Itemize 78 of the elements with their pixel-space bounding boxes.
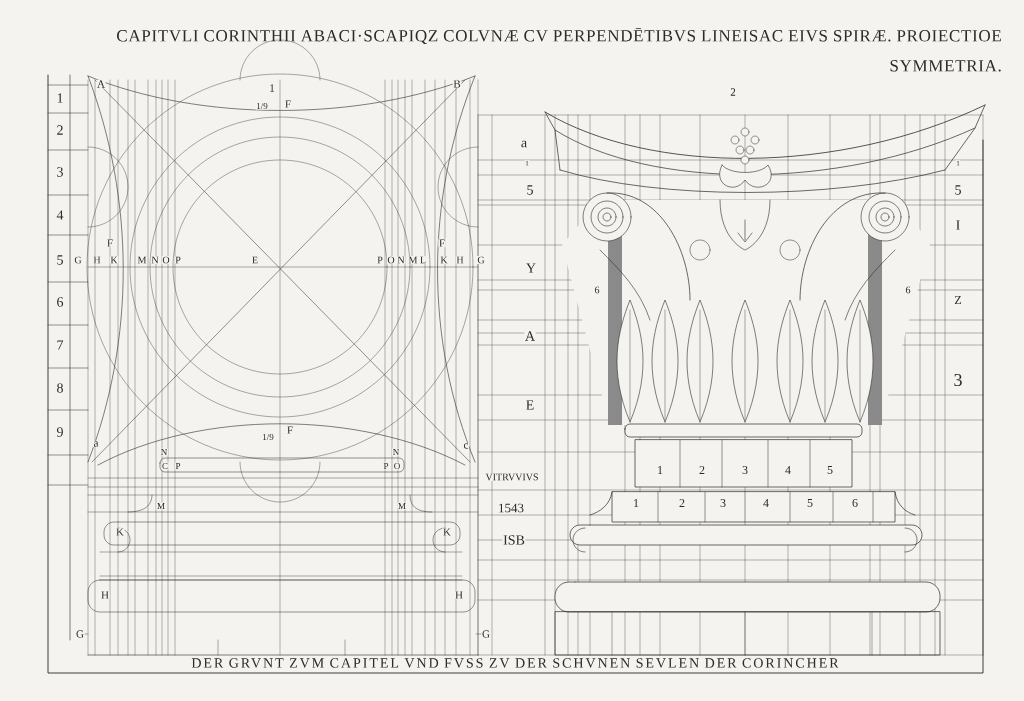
point-letter: K [442,527,452,537]
scale-number: 1 [55,92,65,104]
point-letter: H [455,256,465,264]
author-name: VITRVVIVS [484,473,540,481]
point-letter: A [96,79,106,89]
scale-number: 5 [953,184,963,196]
point-letter: M [397,502,407,510]
point-letter: G [481,629,491,639]
point-letter: M [407,256,419,264]
scale-number: 4 [55,209,65,221]
scale-number: 6 [593,286,601,294]
fraction: 1/9 [261,433,275,441]
fraction: 1/9 [255,102,269,110]
point-letter: E [251,256,259,264]
scale-number: 6 [904,286,912,294]
module-number: 5 [826,465,834,475]
point-letter: O [393,462,401,470]
point-letter: G [73,256,83,264]
point-letter: E [525,399,535,411]
title: CAPITVLI CORINTHII ABACI·SCAPIQZ COLVNÆ CV PERPENDĒTIBVS LINEISAC EIVS SPIRÆ. PROIECTIOE SYMMETRIA. [117,28,1001,72]
point-letter: F [286,425,294,435]
point-letter: G [476,256,486,264]
point-letter: N [150,256,160,264]
point-letter: a [520,140,528,148]
scale-number: 8 [55,382,65,394]
scale-number: 3 [55,166,65,178]
scale-number: 9 [55,426,65,438]
point-letter: H [92,256,102,264]
module-number: 4 [762,498,770,508]
point-letter: P [174,462,182,470]
scale-number: 1 [268,83,276,93]
point-letter: K [439,256,449,264]
point-letter: Y [525,262,537,274]
module-number: 1 [656,465,664,475]
point-letter: F [106,238,114,248]
point-letter: F [284,99,292,109]
point-letter: O [386,256,396,264]
module-number: 4 [784,465,792,475]
point-letter: N [392,448,400,456]
point-letter: B [452,79,462,89]
module-number: 2 [678,498,686,508]
point-letter: A [524,330,536,342]
scale-number: 5 [55,254,65,266]
module-number: 3 [741,465,749,475]
point-letter: O [161,256,171,264]
point-letter: N [396,256,406,264]
point-letter: N [160,448,168,456]
point-letter: G [75,629,85,639]
monogram: ISB [502,534,526,546]
module-number: 2 [698,465,706,475]
point-letter: a [92,440,100,448]
scale-number: 2 [729,87,737,97]
scale-number: 2 [55,124,65,136]
module-number: 6 [851,498,859,508]
point-letter: P [174,256,182,264]
point-letter: P [376,256,384,264]
module-number: 1 [632,498,640,508]
point-letter: H [100,590,110,600]
point-letter: P [382,462,390,470]
point-letter: c [462,442,470,450]
module-number: 3 [719,498,727,508]
point-letter: M [136,256,148,264]
point-letter: L [419,256,427,264]
point-letter: Z [953,295,963,305]
scale-number: 7 [55,339,65,351]
point-letter: K [115,527,125,537]
year: 1543 [497,503,525,513]
point-letter: H [454,590,464,600]
module-number: 5 [806,498,814,508]
point-letter: F [438,238,446,248]
point-letter: C [161,462,169,470]
point-letter: I [955,219,961,231]
point-letter: K [109,256,119,264]
scale-number: 6 [55,296,65,308]
scale-number: 5 [525,184,535,196]
scale-number: 3 [952,373,964,387]
caption: DER GRVNT ZVM CAPITEL VND FVSS ZV DER SCHVNEN SEVLEN DER CORINCHER [190,657,840,669]
point-letter: M [156,502,166,510]
